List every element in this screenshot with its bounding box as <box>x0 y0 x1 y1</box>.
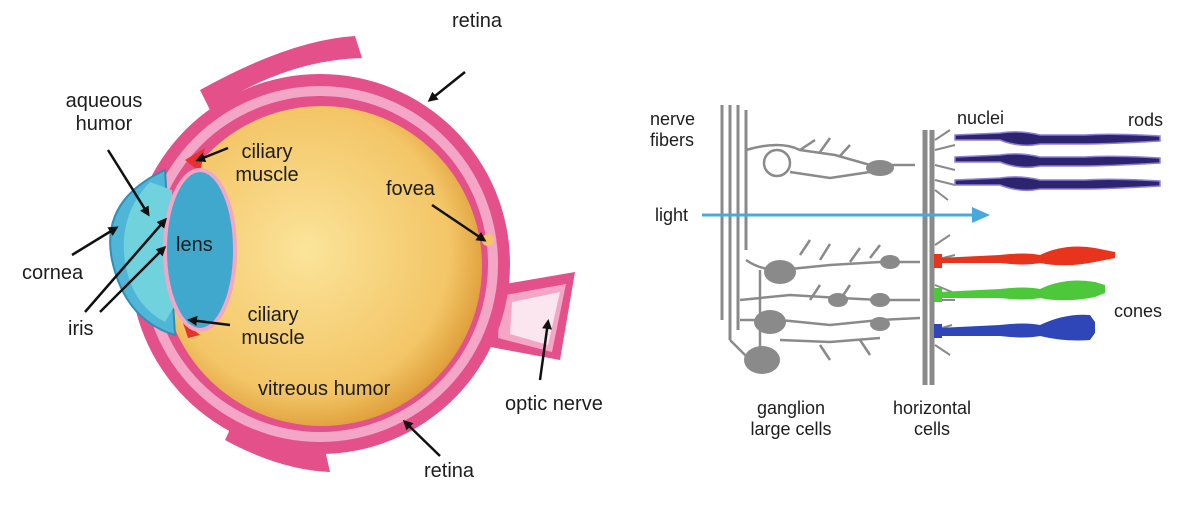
label-ganglion-large-cells: ganglion large cells <box>744 398 838 440</box>
label-horizontal-line1: horizontal <box>892 398 972 418</box>
label-ciliary-bottom-line1: ciliary <box>247 304 299 326</box>
label-horizontal-line2: cells <box>913 419 950 439</box>
label-ciliary-muscle-bottom: ciliary muscle <box>238 304 308 350</box>
label-iris: iris <box>68 318 94 340</box>
iris-shape <box>123 182 178 322</box>
cone-green-shape <box>938 280 1105 301</box>
light-arrow <box>702 207 990 223</box>
label-ciliary-bottom-line2: muscle <box>241 327 305 349</box>
label-vitreous-humor: vitreous humor <box>258 378 391 400</box>
label-fovea: fovea <box>386 178 435 200</box>
cone-bases <box>934 254 942 338</box>
label-horizontal-cells: horizontal cells <box>884 398 980 440</box>
label-retina-top: retina <box>452 10 503 32</box>
label-rods: rods <box>1128 110 1164 130</box>
label-nerve-line1: nerve <box>650 109 696 129</box>
label-cones: cones <box>1114 301 1163 321</box>
label-ciliary-top-line2: muscle <box>235 164 299 186</box>
label-nerve-fibers: nerve fibers <box>650 109 695 151</box>
label-aqueous-line2: humor <box>75 113 133 135</box>
label-nuclei: nuclei <box>957 108 1005 128</box>
label-ciliary-top-line1: ciliary <box>241 141 293 163</box>
rods-shape <box>954 131 1161 192</box>
label-nerve-line2: fibers <box>650 130 695 150</box>
label-aqueous-humor: aqueous humor <box>56 90 152 136</box>
label-ganglion-line2: large cells <box>750 419 832 439</box>
vitreous-body <box>162 106 482 426</box>
eye-arrows <box>71 71 552 457</box>
label-ganglion-line1: ganglion <box>756 398 826 418</box>
upper-cell-body <box>866 160 894 176</box>
upper-pathway <box>745 137 915 180</box>
label-light: light <box>655 205 689 225</box>
label-retina-bottom: retina <box>424 460 475 482</box>
label-aqueous-line1: aqueous <box>65 90 143 112</box>
retina-cells <box>702 105 1161 385</box>
nerve-fibers-shape <box>720 105 748 340</box>
label-cornea: cornea <box>22 262 84 284</box>
ganglion-cell-bodies <box>744 255 900 374</box>
horizontal-cell-column <box>922 130 935 385</box>
label-lens: lens <box>176 234 213 256</box>
cone-red-shape <box>938 246 1115 266</box>
cone-blue-shape <box>938 314 1095 341</box>
label-optic-nerve: optic nerve <box>505 393 603 415</box>
dendrite-tufts <box>934 129 956 356</box>
label-ciliary-muscle-top: ciliary muscle <box>232 141 302 187</box>
